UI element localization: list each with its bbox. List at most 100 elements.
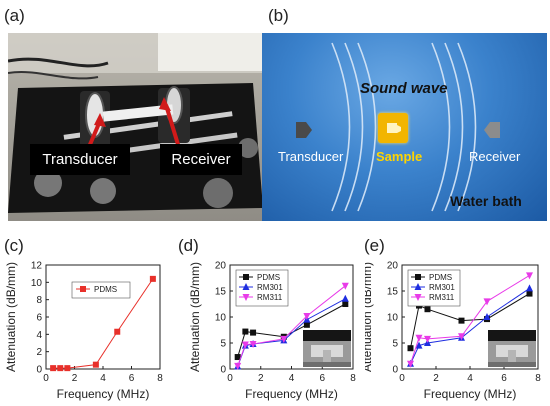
data-point-PDMS xyxy=(458,317,465,324)
data-point-RM311 xyxy=(458,333,465,341)
water-bath-label: Water bath xyxy=(450,193,522,209)
legend-label: RM301 xyxy=(257,283,283,292)
sound-wave-arcs xyxy=(331,42,477,212)
legend-marker xyxy=(414,283,422,290)
x-tick-label: 0 xyxy=(227,373,233,384)
y-tick-label: 10 xyxy=(31,278,43,289)
y-tick-label: 15 xyxy=(215,287,227,298)
y-tick-label: 6 xyxy=(36,313,42,324)
series-line-RM311 xyxy=(237,285,346,367)
data-point-RM301 xyxy=(415,341,423,349)
data-point-RM311 xyxy=(249,341,257,349)
data-point-RM311 xyxy=(424,335,431,343)
legend-label: PDMS xyxy=(429,273,452,282)
data-point-RM311 xyxy=(341,282,349,290)
y-tick-label: 0 xyxy=(36,365,42,376)
series-line-RM311 xyxy=(410,274,530,364)
sem-inset-image xyxy=(303,330,351,367)
data-point-RM311 xyxy=(483,298,491,306)
data-point-RM311 xyxy=(280,335,288,343)
legend-marker xyxy=(242,283,250,290)
data-point-PDMS xyxy=(114,328,121,335)
y-axis-label: Attenuation (dB/mm) xyxy=(365,262,374,372)
x-axis-label: Frequency (MHz) xyxy=(57,387,150,401)
panel-label-e: (e) xyxy=(364,236,385,255)
y-tick-label: 20 xyxy=(215,261,227,272)
receiver-marker-icon xyxy=(484,122,500,138)
legend-label: PDMS xyxy=(257,273,280,282)
y-axis-label: Attenuation (dB/mm) xyxy=(4,262,18,372)
sem-inset-image xyxy=(488,330,536,367)
legend-marker xyxy=(80,286,86,292)
data-point-PDMS xyxy=(407,345,414,352)
data-point-PDMS xyxy=(92,361,99,368)
data-point-PDMS xyxy=(234,354,241,361)
y-tick-label: 10 xyxy=(387,313,399,324)
x-tick-label: 8 xyxy=(350,373,356,384)
sem-inset-base xyxy=(488,362,536,367)
data-point-RM311 xyxy=(415,334,423,342)
panel-label-d: (d) xyxy=(178,236,199,255)
setup-photo: Transducer Receiver xyxy=(8,33,263,221)
receiver-label: Receiver xyxy=(469,149,521,164)
panel-label-b: (b) xyxy=(268,6,289,25)
x-tick-label: 6 xyxy=(129,373,135,384)
sound-wave-label: Sound wave xyxy=(360,80,448,97)
data-point-RM311 xyxy=(303,312,311,320)
data-point-PDMS xyxy=(342,301,349,307)
series-line-RM301 xyxy=(410,287,530,365)
sem-inset-pillar xyxy=(323,350,331,364)
y-tick-label: 0 xyxy=(392,365,398,376)
sem-inset-pillar xyxy=(508,350,516,364)
y-tick-label: 5 xyxy=(392,339,398,350)
legend-label: PDMS xyxy=(94,285,117,294)
y-tick-label: 20 xyxy=(387,261,399,272)
x-tick-label: 4 xyxy=(100,373,106,384)
x-tick-label: 0 xyxy=(399,373,405,384)
panel-label-a: (a) xyxy=(4,6,25,25)
data-point-PDMS xyxy=(526,290,533,297)
legend-label: RM311 xyxy=(429,293,455,302)
data-point-RM301 xyxy=(483,313,491,320)
legend-marker xyxy=(415,274,421,280)
data-point-PDMS xyxy=(149,275,156,282)
data-point-PDMS xyxy=(64,365,71,372)
x-tick-label: 2 xyxy=(433,373,439,384)
y-tick-label: 2 xyxy=(36,347,42,358)
y-tick-label: 0 xyxy=(220,365,226,376)
y-tick-label: 5 xyxy=(220,339,226,350)
panel-label-c: (c) xyxy=(4,236,24,255)
legend-marker xyxy=(414,294,422,301)
x-tick-label: 6 xyxy=(319,373,325,384)
data-point-PDMS xyxy=(242,328,249,335)
data-point-PDMS xyxy=(250,329,257,336)
x-tick-label: 4 xyxy=(467,373,473,384)
receiver-callout: Receiver xyxy=(160,144,242,175)
transducer-label: Transducer xyxy=(278,149,344,164)
sample-label: Sample xyxy=(376,149,423,164)
data-point-RM311 xyxy=(526,272,533,280)
x-tick-label: 0 xyxy=(43,373,49,384)
receiver-arrow xyxy=(164,104,182,152)
data-point-PDMS xyxy=(303,321,310,328)
data-point-PDMS xyxy=(424,306,431,313)
schematic-panel: Sound wave Transducer Sample Receiver Wa… xyxy=(262,33,547,221)
y-axis-label: Attenuation (dB/mm) xyxy=(188,262,202,372)
y-tick-label: 8 xyxy=(36,295,42,306)
x-tick-label: 8 xyxy=(535,373,541,384)
x-tick-label: 2 xyxy=(258,373,264,384)
data-point-RM301 xyxy=(526,284,533,292)
sem-inset-top-band xyxy=(488,330,536,341)
sample-block xyxy=(378,113,408,143)
legend-marker xyxy=(242,294,250,301)
legend-marker xyxy=(243,274,249,280)
data-point-RM311 xyxy=(234,362,242,370)
x-axis-label: Frequency (MHz) xyxy=(424,387,517,401)
data-point-RM311 xyxy=(407,360,414,368)
data-point-RM311 xyxy=(241,341,249,349)
y-tick-label: 4 xyxy=(36,330,42,341)
y-tick-label: 12 xyxy=(31,261,43,272)
